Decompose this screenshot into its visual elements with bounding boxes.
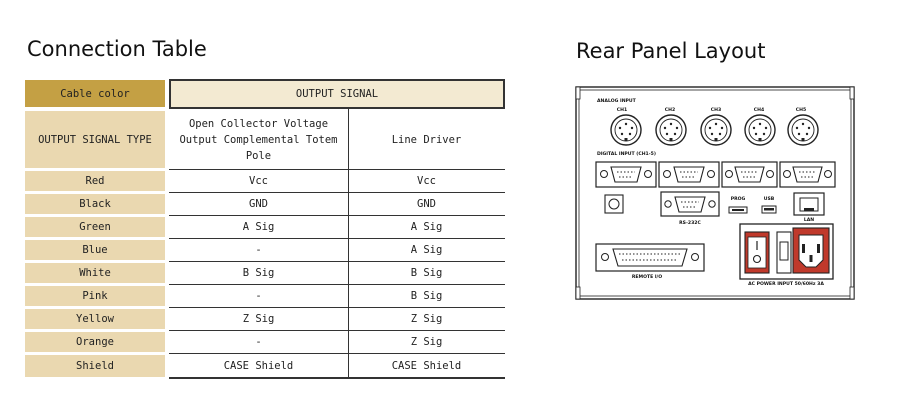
panel-corner (575, 286, 581, 300)
cable-color-cell: Yellow (25, 309, 165, 329)
cable-color-cell: Black (25, 194, 165, 214)
svg-text:CH3: CH3 (711, 107, 721, 113)
svg-text:CH1: CH1 (617, 107, 627, 113)
column-divider (348, 109, 349, 378)
svg-text:CH4: CH4 (754, 107, 764, 113)
open-collector-header: Open Collector Voltage Output Complement… (179, 117, 338, 162)
line-driver-cell: B Sig (410, 267, 443, 279)
connection-table-title: Connection Table (27, 37, 207, 61)
row-divider (169, 284, 505, 285)
lan-port: LAN (793, 192, 825, 223)
svg-text:REMOTE I/O: REMOTE I/O (632, 274, 662, 280)
line-driver-cell: GND (417, 198, 436, 210)
line-driver-cell: Vcc (417, 175, 436, 187)
svg-text:RS-232C: RS-232C (679, 220, 701, 226)
svg-text:USB: USB (764, 196, 775, 202)
open-collector-cell: A Sig (242, 221, 275, 233)
svg-text:LAN: LAN (804, 217, 814, 223)
open-collector-cell: CASE Shield (223, 360, 294, 372)
db9-connector (658, 161, 720, 188)
output-signal-header: OUTPUT SIGNAL (169, 79, 505, 109)
digital-input-label: DIGITAL INPUT (CH1-5) (597, 151, 656, 157)
row-divider (169, 261, 505, 262)
open-collector-cell: Z Sig (242, 313, 275, 325)
cable-color-cell: Blue (25, 240, 165, 260)
cable-color-cell: Shield (25, 355, 165, 377)
svg-text:CH5: CH5 (796, 107, 806, 113)
line-driver-cell: Z Sig (410, 336, 443, 348)
cable-color-cell: Orange (25, 332, 165, 352)
open-collector-cell: - (255, 244, 262, 256)
prog-port: PROG (728, 196, 748, 214)
row-divider (169, 215, 505, 216)
rear-panel-diagram: ANALOG INPUT CH1 CH2 CH3 CH4 (575, 86, 855, 300)
panel-corner (575, 86, 581, 100)
analog-input-label: ANALOG INPUT (597, 98, 637, 104)
row-divider (169, 330, 505, 331)
cable-color-cell: Red (25, 171, 165, 191)
panel-inner-frame (578, 89, 852, 297)
cable-color-cell: White (25, 263, 165, 283)
cable-color-header: Cable color (25, 80, 165, 107)
open-collector-cell: GND (249, 198, 268, 210)
line-driver-cell: CASE Shield (391, 360, 462, 372)
remote-io-connector: REMOTE I/O (595, 243, 705, 280)
ground-terminal (604, 194, 624, 214)
cable-color-cell: Pink (25, 286, 165, 306)
row-divider (169, 238, 505, 239)
din-connector-ch2: CH2 (655, 107, 687, 146)
db9-connector (721, 161, 778, 188)
rear-panel-drawing: ANALOG INPUT CH1 CH2 CH3 CH4 (575, 86, 855, 300)
panel-corner (849, 86, 855, 100)
din-connector-ch3: CH3 (700, 107, 732, 146)
open-collector-cell: B Sig (242, 267, 275, 279)
fuse-holder (776, 231, 792, 274)
db9-connector (595, 161, 657, 188)
din-connector-ch5: CH5 (787, 107, 819, 146)
db9-connector (779, 161, 836, 188)
din-connector-ch1: CH1 (610, 107, 642, 146)
cable-color-cell: Green (25, 217, 165, 237)
usb-port: USB (761, 196, 777, 214)
open-collector-cell: Vcc (249, 175, 268, 187)
line-driver-cell: Z Sig (410, 313, 443, 325)
ac-power-module: AC POWER INPUT 50/60Hz 3A (739, 223, 834, 287)
row-divider (169, 169, 505, 170)
open-collector-cell: - (255, 336, 262, 348)
open-collector-cell: - (255, 290, 262, 302)
svg-text:PROG: PROG (731, 196, 746, 202)
rs232c-connector: RS-232C (660, 191, 720, 226)
line-driver-header: Line Driver (391, 133, 462, 146)
table-bottom-border (169, 377, 505, 379)
din-connector-ch4: CH4 (744, 107, 776, 146)
row-divider (169, 307, 505, 308)
line-driver-cell: B Sig (410, 290, 443, 302)
row-divider (169, 353, 505, 354)
panel-corner (849, 286, 855, 300)
svg-text:CH2: CH2 (665, 107, 675, 113)
line-driver-cell: A Sig (410, 244, 443, 256)
line-driver-cell: A Sig (410, 221, 443, 233)
output-signal-type-header: OUTPUT SIGNAL TYPE (25, 111, 165, 168)
connection-table: Cable color OUTPUT SIGNAL OUTPUT SIGNAL … (25, 79, 505, 379)
row-divider (169, 192, 505, 193)
rear-panel-title: Rear Panel Layout (576, 39, 766, 63)
svg-text:AC POWER INPUT 50/60Hz 3A: AC POWER INPUT 50/60Hz 3A (748, 281, 824, 287)
